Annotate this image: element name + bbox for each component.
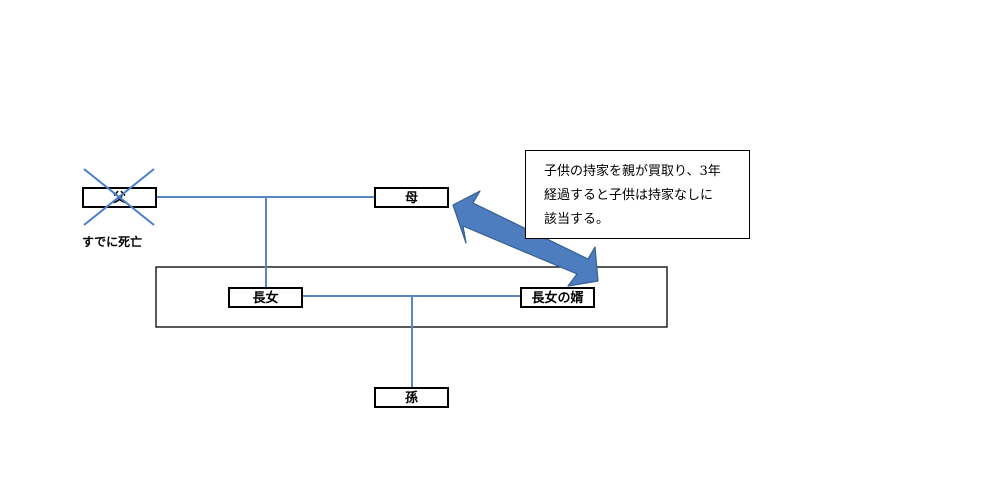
node-mother: 母 <box>374 187 449 208</box>
node-mother-label: 母 <box>405 191 418 206</box>
family-connectors <box>156 196 521 388</box>
callout-line-2: 経過すると子供は持家なしに <box>544 188 714 203</box>
father-deceased-note: すでに死亡 <box>82 234 142 249</box>
callout-note: 子供の持家を親が買取り、3年 経過すると子供は持家なしに 該当する。 <box>525 150 750 239</box>
node-son-in-law-label: 長女の婿 <box>531 290 584 306</box>
callout-line-1: 子供の持家を親が買取り、3年 <box>544 164 721 179</box>
node-grandchild-label: 孫 <box>405 390 418 406</box>
node-eldest-daughter: 長女 <box>228 287 303 308</box>
callout-line-3: 該当する。 <box>544 212 610 227</box>
node-son-in-law: 長女の婿 <box>520 287 595 308</box>
deceased-cross-icon <box>83 168 155 226</box>
node-eldest-daughter-label: 長女 <box>252 290 278 306</box>
node-grandchild: 孫 <box>374 387 449 408</box>
